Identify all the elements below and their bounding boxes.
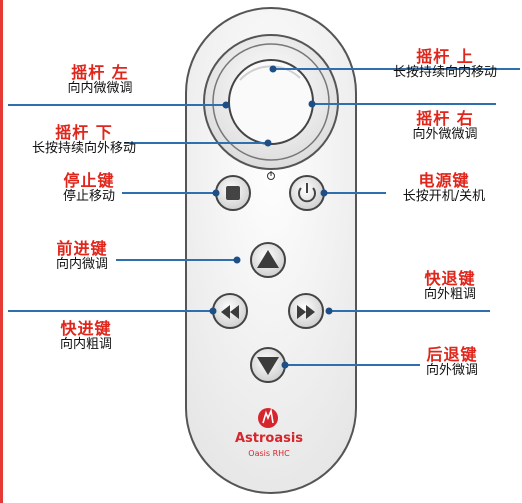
label-stick-right: 摇杆 右 向外微微调 [380,109,510,143]
label-stick-up-title: 摇杆 上 [416,47,474,66]
label-fast-forward-desc: 向内粗调 [59,337,112,353]
label-stop-title: 停止键 [63,171,115,190]
label-stick-right-desc: 向外微微调 [412,127,478,143]
label-fast-back: 快退键 向外粗调 [400,269,500,303]
label-stick-down-desc: 长按持续向外移动 [31,141,136,157]
double-left-icon [221,305,230,319]
joystick-cap [228,59,314,145]
label-forward-desc: 向内微调 [55,257,108,273]
label-stick-left-title: 摇杆 左 [71,63,129,82]
triangle-down-icon [257,357,279,375]
label-forward-title: 前进键 [56,239,108,258]
label-back: 后退键 向外微调 [402,345,502,379]
power-icon [298,187,316,203]
brand-model: Oasis RHC [248,448,290,458]
joystick-highlight [239,65,301,81]
label-stick-up: 摇杆 上 长按持续向内移动 [370,47,520,81]
triangle-up-icon [257,250,279,268]
label-back-desc: 向外微调 [425,363,478,379]
label-stick-right-title: 摇杆 右 [416,109,474,128]
label-fast-forward: 快进键 向内粗调 [36,319,136,353]
brand-name: Astroasis [234,431,304,446]
label-stick-down: 摇杆 下 长按持续向外移动 [4,123,164,157]
label-stick-down-title: 摇杆 下 [55,123,113,142]
double-right-icon [297,305,306,319]
label-stick-left-desc: 向内微微调 [67,81,133,97]
brand-block: Astroasis Oasis RHC [229,431,309,458]
label-stop: 停止键 停止移动 [34,171,144,205]
label-fast-forward-title: 快进键 [60,319,112,338]
left-red-edge [0,0,3,503]
label-power-desc: 长按开机/关机 [402,189,486,205]
label-power-title: 电源键 [418,171,470,190]
label-stop-desc: 停止移动 [62,189,115,205]
label-stick-up-desc: 长按持续向内移动 [392,65,497,81]
label-power: 电源键 长按开机/关机 [384,171,504,205]
label-back-title: 后退键 [426,345,478,364]
label-fast-back-title: 快退键 [424,269,476,288]
label-fast-back-desc: 向外粗调 [423,287,476,303]
stop-icon [226,186,240,200]
joystick-ring-line [212,43,330,161]
label-stick-left: 摇杆 左 向内微微调 [40,63,160,97]
label-forward: 前进键 向内微调 [32,239,132,273]
